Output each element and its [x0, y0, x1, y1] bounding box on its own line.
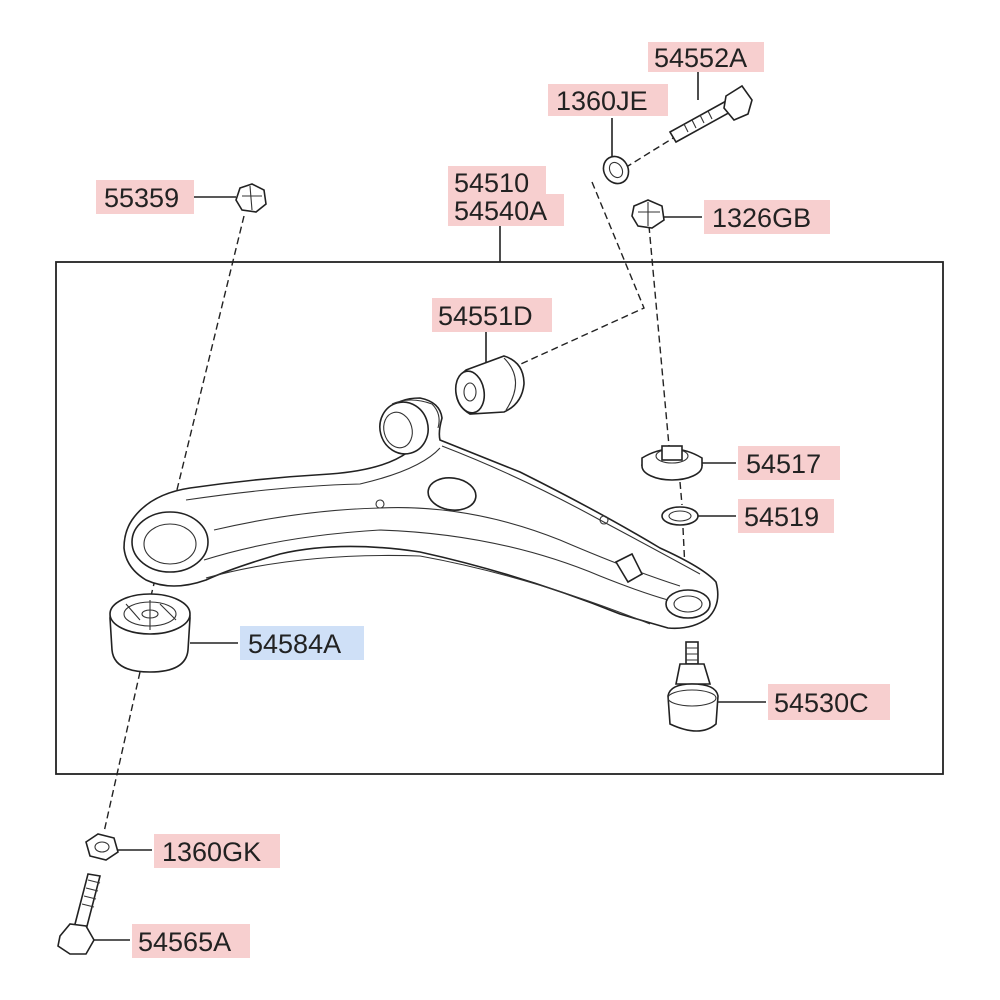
part-labels: 54552A 1360JE 55359 54510 54540A 1326GB … — [96, 42, 890, 958]
bolt-54552A-icon[interactable] — [668, 84, 753, 144]
label-55359[interactable]: 55359 — [104, 183, 179, 213]
nut-55359-icon[interactable] — [235, 183, 267, 213]
label-1360GK[interactable]: 1360GK — [162, 837, 261, 867]
lower-control-arm-54510[interactable] — [123, 397, 719, 630]
label-1326GB[interactable]: 1326GB — [712, 203, 811, 233]
rear-bushing-54584A-icon[interactable] — [109, 593, 191, 673]
label-54551D[interactable]: 54551D — [438, 301, 533, 331]
bracket-54517-icon[interactable] — [641, 445, 703, 481]
nut-1326GB-icon[interactable] — [631, 199, 665, 229]
label-54540A[interactable]: 54540A — [454, 196, 547, 226]
label-54519[interactable]: 54519 — [744, 502, 819, 532]
label-1360JE[interactable]: 1360JE — [556, 86, 648, 116]
washer-1360JE-icon[interactable] — [599, 152, 634, 188]
front-bushing-54551D-icon[interactable] — [453, 355, 525, 415]
label-54565A[interactable]: 54565A — [138, 927, 231, 957]
label-54510[interactable]: 54510 — [454, 168, 529, 198]
label-54530C[interactable]: 54530C — [774, 688, 869, 718]
leader-lines — [90, 70, 766, 941]
bolt-54565A-icon[interactable] — [57, 873, 101, 955]
label-54584A[interactable]: 54584A — [248, 629, 341, 659]
washer-1360GK-icon[interactable] — [85, 833, 119, 861]
label-54517[interactable]: 54517 — [746, 449, 821, 479]
washer-54519-icon[interactable] — [661, 506, 699, 526]
ball-joint-54530C-icon[interactable] — [667, 641, 719, 732]
label-54552A[interactable]: 54552A — [654, 43, 747, 73]
